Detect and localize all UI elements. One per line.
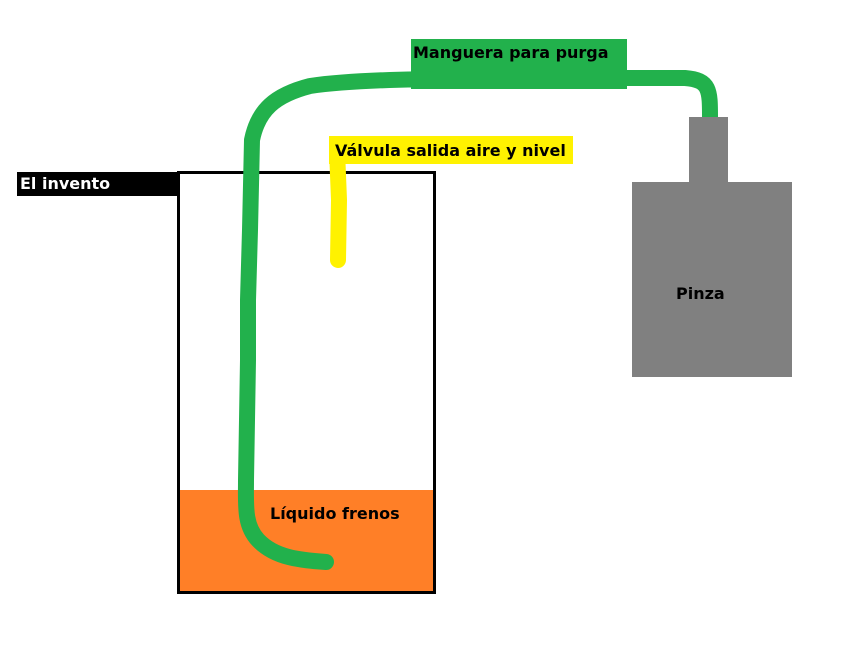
valvula-label: Válvula salida aire y nivel: [335, 141, 566, 160]
caliper-body: [632, 182, 792, 377]
brake-fluid-fill: [180, 490, 433, 591]
container-box: [177, 171, 436, 594]
purge-hose: [237, 70, 718, 570]
pinza-label: Pinza: [676, 284, 725, 303]
valvula-label-bg: [329, 136, 573, 164]
manguera-label: Manguera para purga: [413, 43, 609, 62]
invento-label: El invento: [20, 174, 111, 193]
air-valve-tube: [329, 142, 348, 268]
invento-tab: [17, 172, 179, 196]
caliper-bleed-nipple: [689, 117, 728, 185]
liquido-label: Líquido frenos: [270, 504, 400, 523]
